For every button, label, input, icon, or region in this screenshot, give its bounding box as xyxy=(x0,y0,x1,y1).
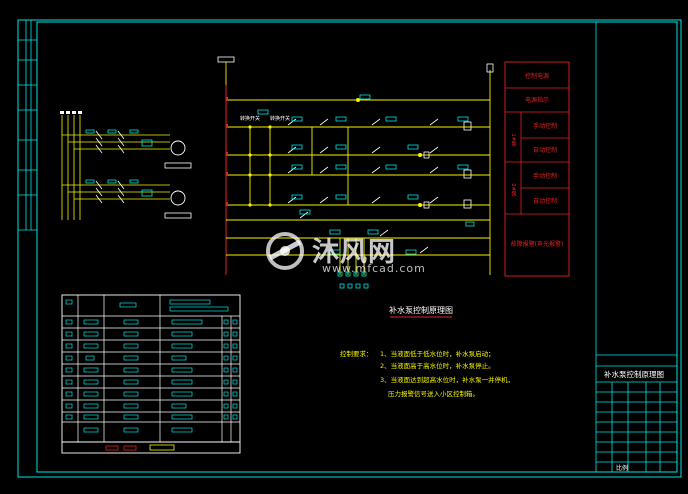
binding-strip xyxy=(18,20,37,231)
function-label-pump2-auto: 自动控制 xyxy=(533,197,557,205)
notes-label: 控制要求： xyxy=(340,349,373,358)
selector-switch-tag-1: 转换开关 xyxy=(240,115,260,122)
function-column xyxy=(504,61,570,277)
function-label-pump1-manual: 手动控制 xyxy=(533,122,557,130)
function-label-pump1-auto: 自动控制 xyxy=(533,146,557,154)
note-line-2: 2、当液面高于高水位时，补水泵停止。 xyxy=(380,361,495,370)
function-label-fault-alarm: 故障报警(声光报警) xyxy=(511,240,564,248)
equipment-table xyxy=(61,294,241,454)
function-label-control-power: 控制电源 xyxy=(525,72,549,80)
drawing-title: 补水泵控制原理图 xyxy=(389,305,453,315)
note-line-4: 压力报警信号送入小区控制箱。 xyxy=(388,389,479,398)
function-group-pump1: 1#泵 xyxy=(510,133,517,147)
title-block-footer: 比例 xyxy=(616,464,628,472)
note-line-1: 1、当液面低于低水位时，补水泵启动； xyxy=(380,349,495,358)
function-label-pump2-manual: 手动控制 xyxy=(533,172,557,180)
title-block xyxy=(595,22,677,472)
function-group-pump2: 2#泵 xyxy=(510,183,517,197)
note-line-3: 3、当液面达到超高水位时，补水泵一并停机， xyxy=(380,375,514,384)
motor-2-icon xyxy=(170,190,186,206)
control-circuit: 转换开关 转换开关 xyxy=(217,56,494,289)
inner-frame xyxy=(36,21,678,473)
motor-1-icon xyxy=(170,140,186,156)
function-label-power-indicator: 电源指示 xyxy=(525,96,549,104)
outer-frame xyxy=(17,19,682,478)
title-block-title: 补水泵控制原理图 xyxy=(604,369,664,379)
selector-switch-tag-2: 转换开关 xyxy=(270,115,290,122)
main-power-circuit xyxy=(60,111,192,220)
